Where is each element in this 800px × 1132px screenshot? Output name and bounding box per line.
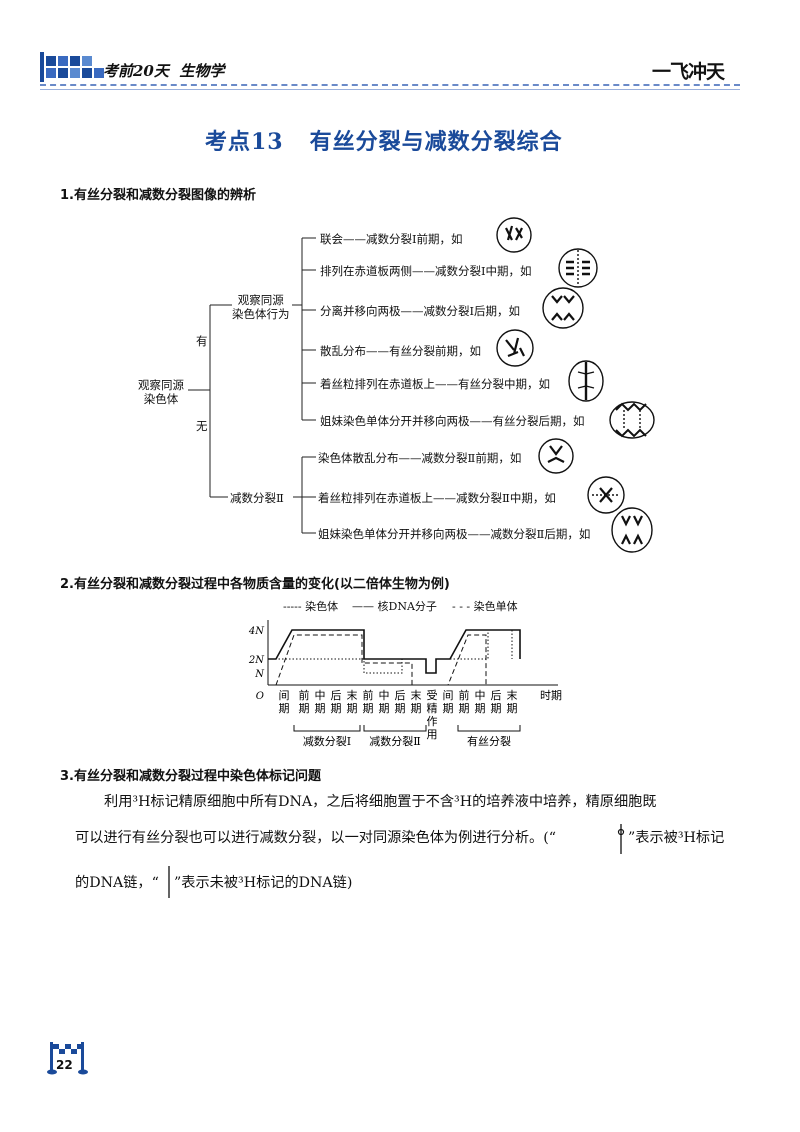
- item-none-1: 着丝粒排列在赤道板上——减数分裂Ⅱ中期，如: [318, 491, 556, 505]
- cell-ana1-icon: [542, 287, 584, 329]
- group-label: 减数分裂Ⅱ: [369, 735, 420, 748]
- cell-synapsis-icon: [496, 217, 532, 253]
- header-divider-thin: [40, 89, 740, 90]
- item-have-5: 姐妹染色单体分开并移向两极——有丝分裂后期，如: [320, 414, 585, 428]
- brand-logo: 一飞冲天: [652, 61, 725, 83]
- page-flag-icon: [47, 1042, 88, 1075]
- x-stage-label: 作: [427, 715, 438, 728]
- y-tick-label: N: [254, 669, 265, 680]
- x-stage-label: 前: [459, 688, 470, 702]
- x-stage-label: 前: [299, 688, 310, 702]
- header-divider: [40, 84, 740, 86]
- x-stage-label: 中: [315, 689, 326, 702]
- cell-mitosis-anaphase-icon: [609, 401, 655, 439]
- cell-mitosis-prophase-icon: [496, 329, 534, 367]
- legend-dna: —— 核DNA分子: [352, 600, 437, 613]
- section2-heading: 2.有丝分裂和减数分裂过程中各物质含量的变化(以二倍体生物为例): [60, 577, 450, 592]
- x-stage-label: 期: [411, 702, 422, 715]
- x-stage-label: 后: [491, 689, 502, 702]
- unlabeled-strand-icon: [168, 866, 170, 898]
- legend-chromatid: - - - 染色单体: [452, 600, 518, 613]
- item-have-3: 散乱分布——有丝分裂前期，如: [320, 344, 481, 358]
- item-have-1: 排列在赤道板两侧——减数分裂Ⅰ中期，如: [320, 264, 532, 278]
- series-line-dna: [268, 629, 521, 674]
- tree-root: 观察同源 染色体: [138, 378, 184, 406]
- x-stage-label: 末: [507, 688, 518, 702]
- x-stage-label: 期: [379, 702, 390, 715]
- cell-meiosis2-metaphase-icon: [587, 476, 625, 514]
- cell-meiosis2-prophase-icon: [538, 438, 574, 474]
- x-stage-label: 期: [459, 702, 470, 715]
- group-label: 有丝分裂: [467, 734, 511, 748]
- item-none-0: 染色体散乱分布——减数分裂Ⅱ前期，如: [318, 451, 522, 465]
- legend-chromosome: ----- 染色体: [283, 600, 339, 613]
- cell-meiosis2-anaphase-icon: [611, 507, 653, 553]
- x-stage-label: 中: [379, 689, 390, 702]
- checker-logo-icon: [40, 52, 104, 82]
- cell-mitosis-metaphase-icon: [568, 360, 604, 402]
- book-title: 考前20天 生物学: [103, 62, 225, 80]
- topic-title: 考点13 有丝分裂与减数分裂综合: [205, 129, 563, 155]
- section3-heading: 3.有丝分裂和减数分裂过程中染色体标记问题: [60, 769, 321, 784]
- item-have-4: 着丝粒排列在赤道板上——有丝分裂中期，如: [320, 377, 550, 391]
- item-have-0: 联会——减数分裂Ⅰ前期，如: [320, 232, 463, 246]
- y-tick-label: 4N: [248, 626, 265, 637]
- x-stage-label: 期: [347, 702, 358, 715]
- y-tick-label: 2N: [248, 655, 265, 666]
- header-logo-blocks: [40, 50, 110, 86]
- group-bracket: [363, 725, 427, 732]
- para-line1: 利用³H标记精原细胞中所有DNA，之后将细胞置于不含³H的培养液中培养，精原细胞…: [104, 794, 657, 810]
- mid-have: 观察同源 染色体行为: [232, 293, 290, 321]
- para-line2a: 可以进行有丝分裂也可以进行减数分裂，以一对同源染色体为例进行分析。(“: [75, 830, 556, 846]
- x-stage-label: 后: [331, 689, 342, 702]
- group-bracket: [457, 725, 521, 732]
- x-stage-label: 期: [363, 702, 374, 715]
- x-stage-label: 间: [279, 689, 290, 702]
- group-bracket: [293, 725, 361, 732]
- x-stage-label: 期: [331, 702, 342, 715]
- item-none-2: 姐妹染色单体分开并移向两极——减数分裂Ⅱ后期，如: [318, 527, 591, 541]
- branch-have: 有: [196, 334, 208, 348]
- mid-none: 减数分裂Ⅱ: [230, 491, 284, 505]
- x-axis-end-label: 时期: [540, 689, 562, 702]
- item-have-2: 分离并移向两极——减数分裂Ⅰ后期，如: [320, 304, 521, 318]
- series-line-chromosome: [268, 629, 513, 674]
- para-line3a: 的DNA链，“: [75, 875, 159, 891]
- para-line3b: ”表示未被³H标记的DNA链): [174, 875, 353, 891]
- x-stage-label: 期: [315, 702, 326, 715]
- labeled-strand-icon: [617, 824, 625, 854]
- page-number: 22: [56, 1058, 73, 1072]
- x-stage-label: 精: [427, 702, 438, 715]
- x-stage-label: 期: [443, 702, 454, 715]
- x-stage-label: 后: [395, 689, 406, 702]
- x-stage-label: 期: [395, 702, 406, 715]
- x-stage-label: 期: [507, 702, 518, 715]
- para-line2b: ”表示被³H标记: [628, 830, 725, 846]
- x-stage-label: 期: [299, 702, 310, 715]
- section1-heading: 1.有丝分裂和减数分裂图像的辨析: [60, 188, 256, 203]
- cell-meta1-icon: [558, 248, 598, 288]
- x-stage-label: 受: [427, 689, 438, 702]
- x-stage-label: 用: [427, 728, 438, 741]
- branch-none: 无: [196, 419, 208, 433]
- x-stage-label: 中: [475, 689, 486, 702]
- x-stage-label: 期: [279, 702, 290, 715]
- y-tick-label: O: [256, 691, 264, 702]
- classification-tree: [188, 217, 655, 553]
- x-stage-label: 间: [443, 689, 454, 702]
- x-stage-label: 末: [347, 688, 358, 702]
- series-line-chromatid: [268, 634, 487, 686]
- x-stage-label: 末: [411, 688, 422, 702]
- group-label: 减数分裂Ⅰ: [303, 735, 351, 748]
- x-stage-label: 期: [491, 702, 502, 715]
- x-stage-label: 期: [475, 702, 486, 715]
- x-stage-label: 前: [363, 688, 374, 702]
